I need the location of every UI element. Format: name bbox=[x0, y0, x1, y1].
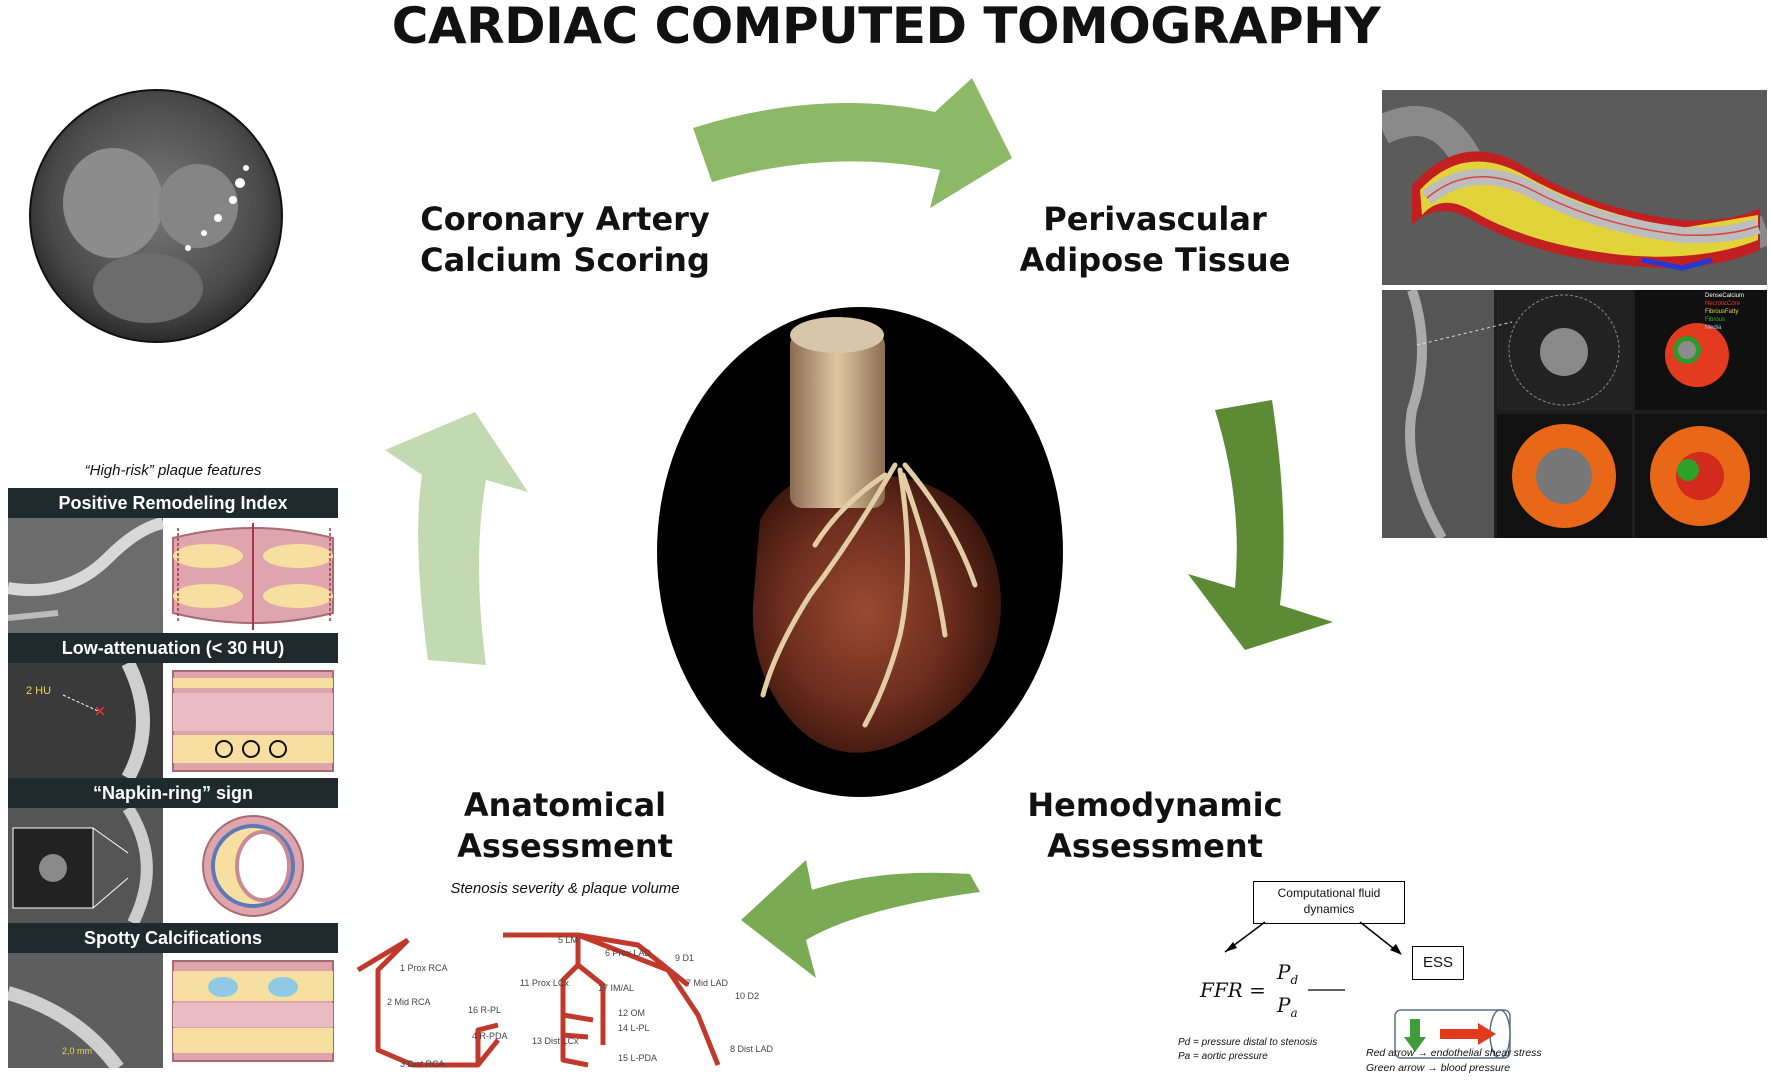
seg-1-prox-rca: 1 Prox RCA bbox=[400, 963, 448, 973]
hemodynamic-schematic bbox=[1224, 921, 1511, 1059]
plaque-heading: “High-risk” plaque features bbox=[84, 462, 262, 479]
arrow-bottom bbox=[741, 860, 980, 978]
feature-spotty-calcifications-image bbox=[8, 953, 338, 1068]
hu-label: 2 HU bbox=[26, 685, 52, 697]
seg-9-d1: 9 D1 bbox=[675, 953, 695, 963]
page-title: CARDIAC COMPUTED TOMOGRAPHY bbox=[391, 0, 1381, 55]
seg-11-prox-lcx: 11 Prox LCx bbox=[520, 978, 569, 988]
seg-5-lm: 5 LM bbox=[558, 935, 579, 945]
ffr-numerator: Pd bbox=[1277, 960, 1299, 987]
anatomical-subtitle: Stenosis severity & plaque volume bbox=[450, 880, 680, 897]
seg-12-om: 12 OM bbox=[618, 1008, 646, 1018]
tissue-legend: DenseCalcium NecroticCore FibrousFatty F… bbox=[1705, 293, 1745, 331]
seg-16-r-pl: 16 R-PL bbox=[468, 1005, 502, 1015]
seg-2-mid-rca: 2 Mid RCA bbox=[387, 997, 431, 1007]
arrow-top bbox=[693, 78, 1012, 208]
feature-band-spotty-calcifications: Spotty Calcifications bbox=[8, 923, 338, 953]
ess-box: ESS bbox=[1412, 946, 1464, 980]
coronary-segment-tree bbox=[356, 932, 721, 1068]
seg-3-dist-rca: 3 Dist RCA bbox=[400, 1059, 445, 1069]
feature-remodeling-image bbox=[8, 518, 338, 633]
feature-band-low-attenuation: Low-attenuation (< 30 HU) bbox=[8, 633, 338, 663]
seg-15-l-pda: 15 L-PDA bbox=[618, 1053, 658, 1063]
seg-10-d2: 10 D2 bbox=[735, 991, 760, 1001]
calcium-ct-image bbox=[29, 89, 283, 343]
seg-8-dist-lad: 8 Dist LAD bbox=[730, 1044, 774, 1054]
feature-band-napkin-ring: “Napkin-ring” sign bbox=[8, 778, 338, 808]
plaque-composition-image bbox=[1382, 290, 1767, 538]
seg-7-mid-lad: 7 Mid LAD bbox=[686, 978, 729, 988]
seg-4-r-pda: 4 R-PDA bbox=[472, 1031, 508, 1041]
seg-13-dist-lcx: 13 Dist LCx bbox=[532, 1036, 579, 1046]
perivascular-adipose-image bbox=[1382, 90, 1767, 285]
ffr-denominator: Pa bbox=[1277, 993, 1298, 1020]
arrow-right bbox=[1188, 400, 1333, 650]
seg-14-l-pl: 14 L-PL bbox=[618, 1023, 650, 1033]
arrow-left bbox=[385, 412, 528, 665]
mm-label: 2,0 mm bbox=[62, 1046, 93, 1056]
seg-17-im-al: 17 IM/AL bbox=[598, 983, 635, 993]
feature-band-remodeling: Positive Remodeling Index bbox=[8, 488, 338, 518]
seg-6-prox-lad: 6 Prox LAD bbox=[605, 948, 652, 958]
feature-low-attenuation-image bbox=[8, 663, 338, 778]
heart-render bbox=[657, 307, 1063, 797]
ffr-lhs: FFR = bbox=[1200, 978, 1266, 1002]
feature-napkin-ring-image bbox=[8, 808, 338, 923]
